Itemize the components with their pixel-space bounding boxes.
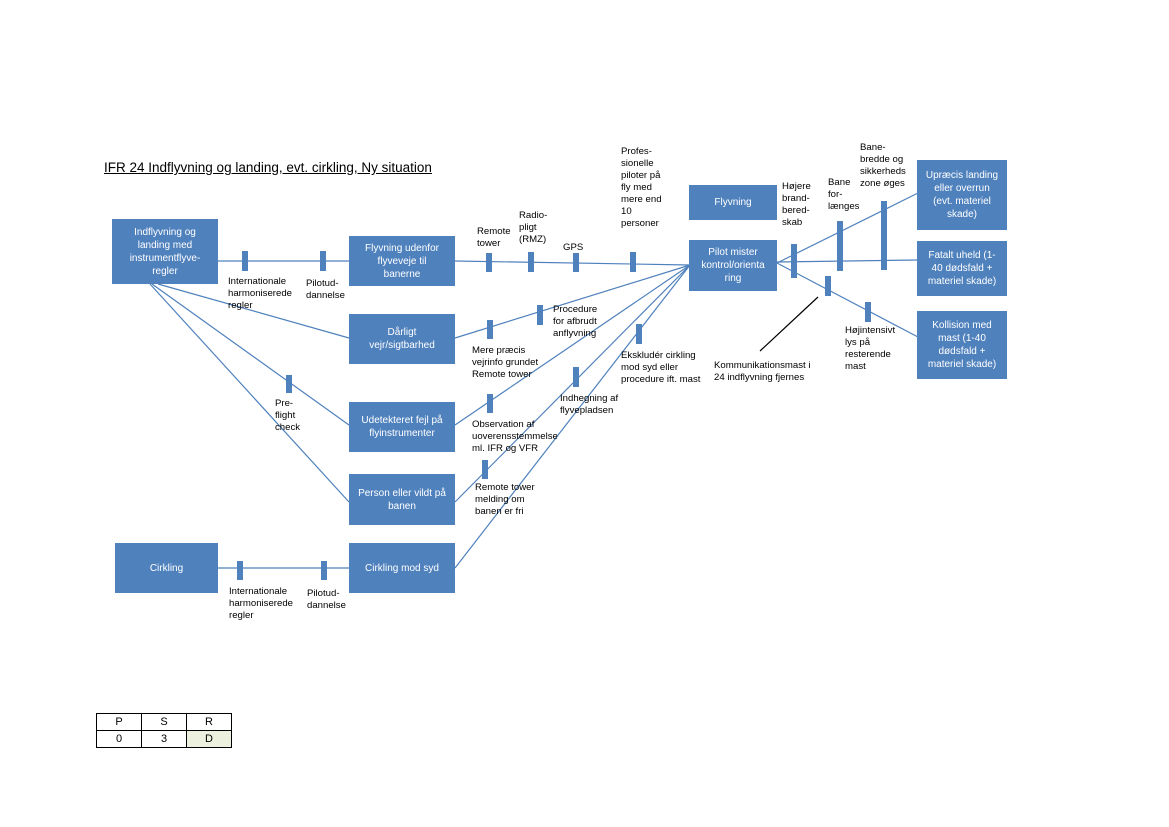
psr-header-s: S <box>141 713 187 731</box>
label-ekskluder-cirkling: Ekskludér cirkling mod syd eller procedu… <box>621 350 701 385</box>
barrier-bar <box>636 324 642 344</box>
box-flyvning-udenfor: Flyvning udenfor flyveveje til banerne <box>349 236 455 286</box>
psr-value-s: 3 <box>141 730 187 748</box>
psr-value-r: D <box>186 730 232 748</box>
label-remote-tower: Remote tower <box>477 226 511 249</box>
label-hoejintensivt-lys: Højintensivt lys på resterende mast <box>845 325 896 372</box>
label-kommunikationsmast: Kommunikationsmast i 24 indflyvning fjer… <box>714 360 811 383</box>
box-person-vildt: Person eller vildt på banen <box>349 474 455 525</box>
barrier-bar <box>573 253 579 272</box>
label-pilotuddannelse: Pilotud- dannelse <box>307 588 346 611</box>
barrier-bar <box>791 244 797 278</box>
label-observation: Observation af uoverensstemmelse ml. IFR… <box>472 419 558 454</box>
barrier-bar <box>321 561 327 580</box>
barrier-bar <box>865 302 871 322</box>
label-hoejere-brandberedskab: Højere brand- bered- skab <box>782 181 811 228</box>
barrier-bar <box>242 251 248 271</box>
box-indflyvning-landing: Indflyvning og landing med instrumentfly… <box>112 219 218 284</box>
psr-header-p: P <box>96 713 142 731</box>
barrier-bar <box>537 305 543 325</box>
barrier-bar <box>825 276 831 296</box>
box-udetekteret-fejl: Udetekteret fejl på flyinstrumenter <box>349 402 455 452</box>
box-cirkling: Cirkling <box>115 543 218 593</box>
barrier-bar <box>573 367 579 387</box>
psr-value-p: 0 <box>96 730 142 748</box>
label-bane-forlaenges: Bane for- længes <box>828 177 860 212</box>
label-procedure-afbrudt: Procedure for afbrudt anflyvning <box>553 304 598 339</box>
box-daarligt-vejr: Dårligt vejr/sigtbarhed <box>349 314 455 364</box>
box-flyvning: Flyvning <box>689 185 777 220</box>
label-radiopligt: Radio- pligt (RMZ) <box>519 210 548 245</box>
barrier-bar <box>486 253 492 272</box>
label-professionelle-piloter: Profes- sionelle piloter på fly med mere… <box>621 146 662 229</box>
box-fatalt-uheld: Fatalt uheld (1- 40 dødsfald + materiel … <box>917 241 1007 296</box>
box-pilot-mister-kontrol: Pilot mister kontrol/orienta ring <box>689 240 777 291</box>
label-pilotuddannelse: Pilotud- dannelse <box>306 278 345 301</box>
barrier-bar <box>320 251 326 271</box>
label-gps: GPS <box>563 242 584 253</box>
barrier-bar <box>881 201 887 270</box>
barrier-bar <box>528 252 534 272</box>
barrier-bar <box>482 460 488 479</box>
label-indhegning: Indhegning af flyvepladsen <box>560 393 619 416</box>
psr-value-row: 0 3 D <box>96 730 232 748</box>
label-preflight-check: Pre- flight check <box>275 398 301 433</box>
label-internationale-regler: Internationale harmoniserede regler <box>229 586 293 621</box>
diagram-title: IFR 24 Indflyvning og landing, evt. cirk… <box>104 160 432 175</box>
label-internationale-regler: Internationale harmoniserede regler <box>228 276 292 311</box>
barrier-bar <box>837 221 843 271</box>
barrier-bar <box>487 394 493 413</box>
psr-header-row: P S R <box>96 713 232 731</box>
label-remote-tower-melding: Remote tower melding om banen er fri <box>475 482 535 517</box>
box-kollision-mast: Kollision med mast (1-40 dødsfald + mate… <box>917 311 1007 379</box>
box-upraecis-landing: Upræcis landing eller overrun (evt. mate… <box>917 160 1007 230</box>
label-banebredde: Bane- bredde og sikkerheds zone øges <box>860 142 906 189</box>
barrier-bar <box>487 320 493 339</box>
psr-header-r: R <box>186 713 232 731</box>
barrier-bar <box>237 561 243 580</box>
barrier-bar <box>286 375 292 393</box>
psr-table: P S R 0 3 D <box>96 713 232 748</box>
box-cirkling-mod-syd: Cirkling mod syd <box>349 543 455 593</box>
barrier-bar <box>630 252 636 272</box>
label-vejrinfo: Mere præcis vejrinfo grundet Remote towe… <box>472 345 539 380</box>
